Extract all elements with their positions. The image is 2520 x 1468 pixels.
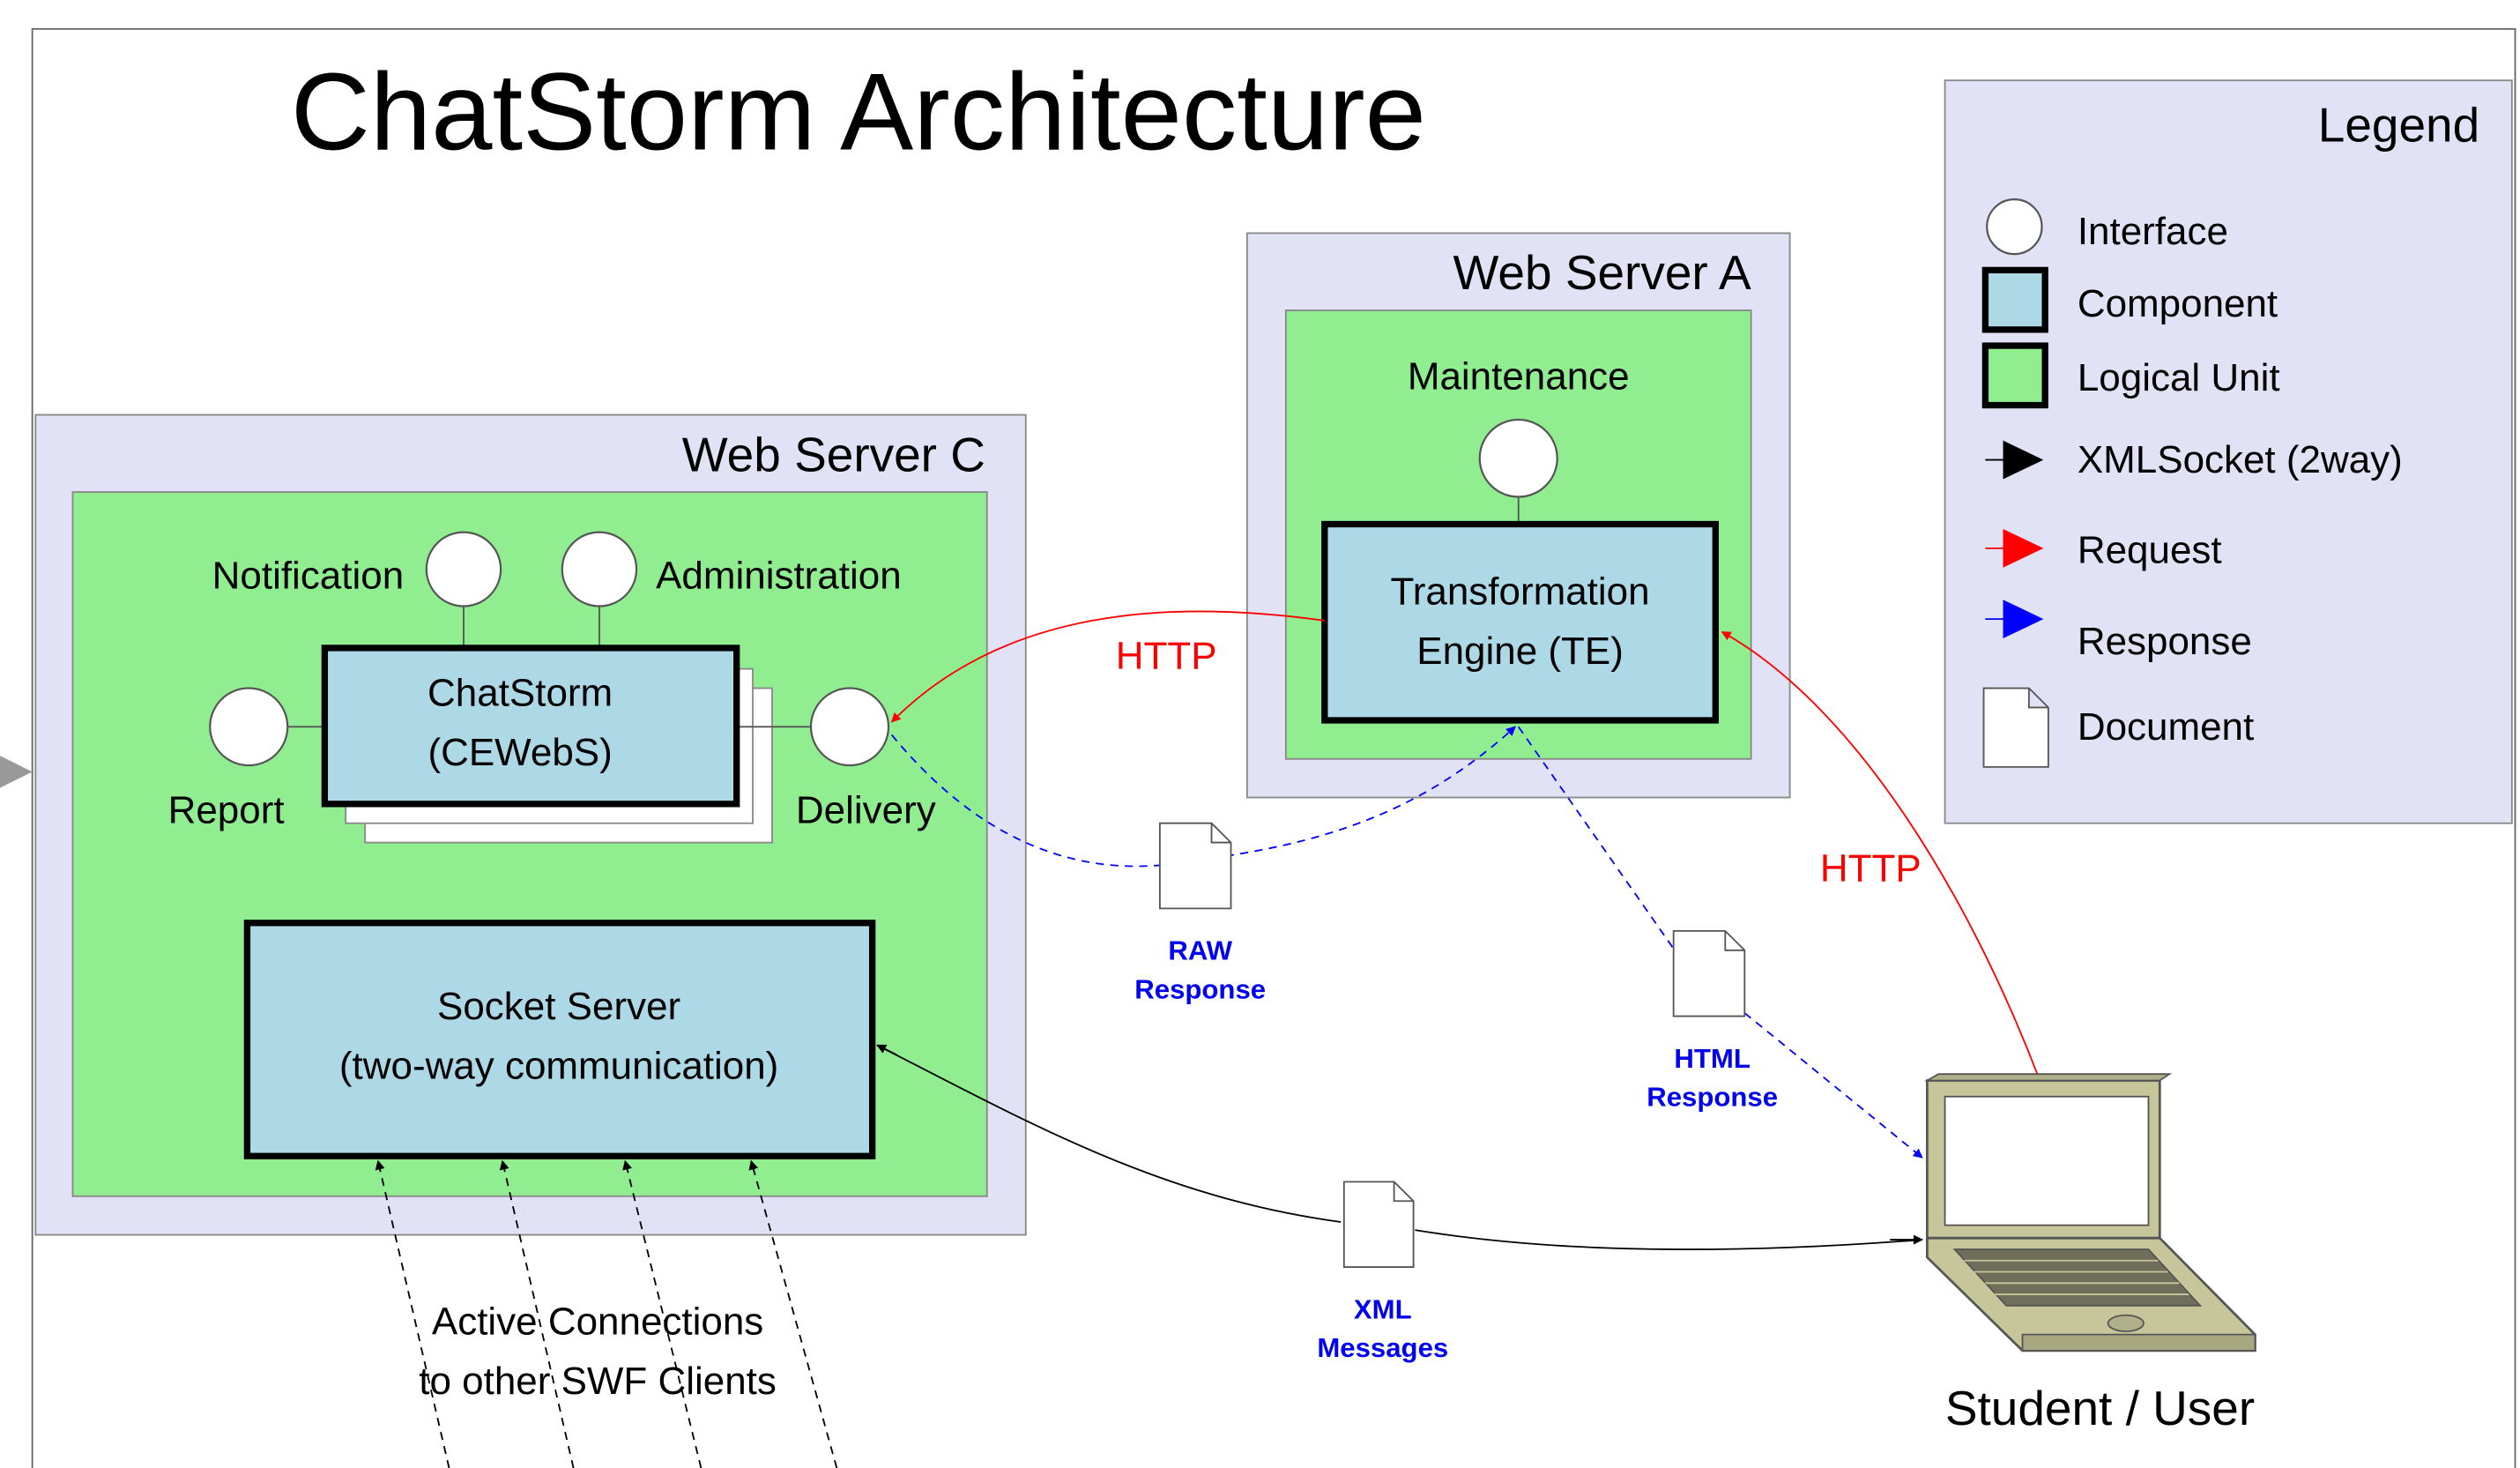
http-left-label: HTTP — [1116, 635, 1217, 678]
te-label-line2: Engine (TE) — [1416, 630, 1624, 673]
web-server-c-label: Web Server C — [682, 427, 985, 481]
document-icon — [1982, 687, 2049, 768]
xml-document-icon — [1342, 1181, 1415, 1268]
report-interface — [209, 687, 289, 767]
html-response-label-line1: HTML — [1674, 1043, 1750, 1074]
raw-response-label-line1: RAW — [1168, 935, 1232, 966]
active-connection-3 — [622, 1159, 702, 1468]
web-server-a: Web Server A Maintenance Transformation … — [1245, 232, 1791, 799]
web-server-c: Web Server C ChatStorm (CEWebS) Notifica… — [34, 414, 1027, 1236]
chatstorm-component — [321, 645, 740, 808]
te-label-line1: Transformation — [1391, 570, 1650, 614]
diagram-title: ChatStorm Architecture — [291, 51, 1426, 174]
socket-server-label-line2: (two-way communication) — [339, 1045, 778, 1088]
xmlsocket-arrow-server — [876, 1044, 897, 1056]
http-request-user-to-te — [1721, 630, 2040, 1078]
http-request-te-to-delivery — [890, 610, 1325, 723]
component-icon — [1981, 266, 2048, 333]
active-connections — [375, 1159, 838, 1468]
delivery-interface — [809, 687, 890, 767]
xml-messages-label-line2: Messages — [1317, 1332, 1448, 1363]
notification-interface — [425, 531, 502, 607]
xml-messages-label-line1: XML — [1354, 1293, 1412, 1324]
laptop-icon — [1923, 1073, 2256, 1352]
active-connection-4 — [748, 1159, 838, 1468]
transformation-engine-component — [1321, 520, 1719, 724]
legend-label-xmlsocket: XMLSocket (2way) — [2078, 438, 2403, 481]
maintenance-label: Maintenance — [1408, 354, 1630, 398]
legend-label-request: Request — [2078, 528, 2222, 571]
legend-label-interface: Interface — [2078, 210, 2228, 253]
active-connection-1 — [375, 1159, 450, 1468]
maintenance-interface — [1478, 418, 1558, 498]
active-connections-label-line2: to other SWF Clients — [419, 1360, 777, 1403]
delivery-label: Delivery — [796, 789, 936, 832]
legend-label-document: Document — [2078, 705, 2254, 749]
legend-label-logical-unit: Logical Unit — [2078, 356, 2280, 399]
logical-unit-icon — [1981, 342, 2048, 409]
http-right-label: HTTP — [1820, 846, 1922, 890]
notification-label: Notification — [212, 555, 405, 598]
student-user-label: Student / User — [1945, 1381, 2255, 1435]
circle-icon — [1986, 198, 2043, 256]
black-arrow-icon — [1985, 440, 2044, 480]
raw-response-delivery-to-te — [890, 726, 1516, 868]
html-response-te-to-user — [1517, 726, 1922, 1158]
blue-arrow-icon — [1985, 600, 2044, 638]
raw-document-icon — [1158, 822, 1232, 910]
active-connections-label-line1: Active Connections — [432, 1300, 763, 1344]
offpage-arrow-icon — [0, 756, 33, 788]
legend-label-response: Response — [2078, 620, 2252, 663]
red-arrow-icon — [1985, 528, 2044, 568]
raw-response-label-line2: Response — [1134, 974, 1266, 1005]
administration-interface — [561, 531, 638, 607]
html-document-icon — [1672, 929, 1746, 1017]
chatstorm-label-line2: (CEWebS) — [427, 731, 612, 774]
active-connection-2 — [499, 1159, 575, 1468]
report-label: Report — [168, 789, 285, 832]
xmlsocket-line — [876, 1044, 1922, 1250]
administration-label: Administration — [656, 555, 902, 598]
chatstorm-label-line1: ChatStorm — [427, 672, 613, 715]
html-response-label-line2: Response — [1647, 1082, 1778, 1113]
socket-server-label-line1: Socket Server — [437, 985, 680, 1028]
web-server-a-label: Web Server A — [1453, 245, 1752, 300]
legend: Legend Interface Component Logical Unit … — [1944, 79, 2513, 824]
legend-label-component: Component — [2078, 282, 2278, 325]
legend-title: Legend — [2318, 98, 2479, 153]
socket-server-component — [243, 920, 876, 1159]
